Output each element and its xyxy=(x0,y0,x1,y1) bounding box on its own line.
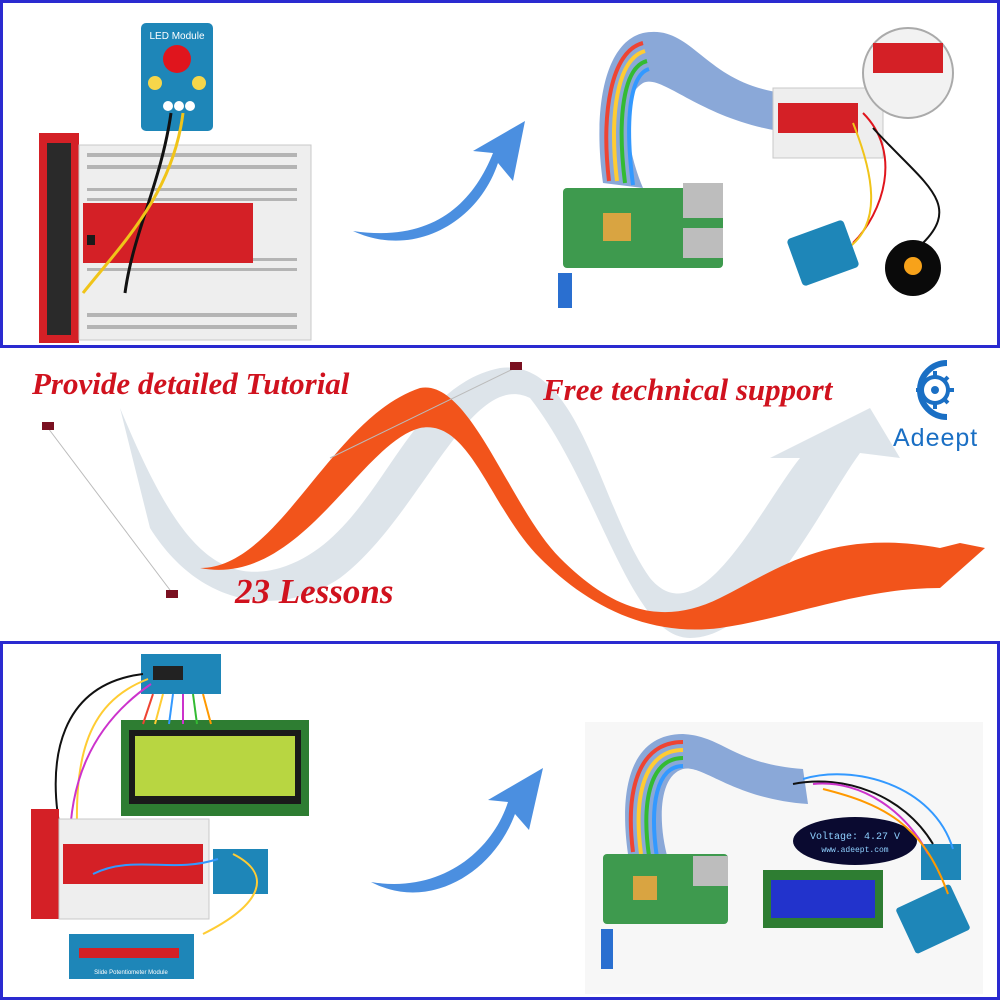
slide-pot-label: Slide Potentiometer Module xyxy=(94,970,168,976)
bottom-diagram-panel: Slide Potentiometer Module Voltage: 4.27… xyxy=(0,641,1000,1000)
top-diagram-panel: LED Module xyxy=(0,0,1000,348)
tagline-support: Free technical support xyxy=(543,372,833,407)
rainbow-ribbon-cable-2 xyxy=(625,734,808,859)
anchor-marker xyxy=(510,362,522,370)
tagline-lessons: 23 Lessons xyxy=(235,572,394,611)
anchor-marker xyxy=(42,422,54,430)
yellow-wire xyxy=(81,112,185,294)
gpio-header-strip-2 xyxy=(31,809,59,919)
gear-c-logo-icon xyxy=(916,360,954,420)
photo-adc-module xyxy=(921,844,961,880)
gpio-pin-block xyxy=(47,143,71,335)
brand-name: Adeept xyxy=(893,424,979,452)
arrow-right-icon xyxy=(353,121,525,241)
led-module-board xyxy=(141,23,213,131)
lcd-screen xyxy=(135,736,295,796)
red-led xyxy=(163,45,191,73)
ribbon-stripes xyxy=(604,41,650,186)
lcd-voltage-readout: Voltage: 4.27 V xyxy=(810,831,900,843)
orange-ribbon xyxy=(200,387,985,630)
arrow-right-icon xyxy=(371,768,543,893)
led-wiring-illustration: LED Module xyxy=(39,23,954,343)
lcd-voltmeter-illustration: Slide Potentiometer Module Voltage: 4.27… xyxy=(31,654,983,994)
lcd-wires xyxy=(142,693,212,725)
photo-led-module xyxy=(787,220,859,286)
usb-cable xyxy=(558,273,572,308)
photo-slide-pot xyxy=(896,884,970,954)
led-module-label: LED Module xyxy=(149,31,204,42)
brand-logo xyxy=(885,355,1000,455)
ads-module xyxy=(213,849,268,894)
lcd-url-readout: www.adeept.com xyxy=(821,846,888,855)
ribbon-wave-graphic xyxy=(42,362,985,638)
gray-ribbon xyxy=(120,367,900,638)
lcd-zoom-ellipse xyxy=(793,817,917,865)
anchor-marker xyxy=(166,590,178,598)
gpio-extension-board xyxy=(83,203,253,263)
middle-banner xyxy=(0,348,1000,641)
ribbon-stripes-2 xyxy=(628,740,684,859)
tagline-tutorial: Provide detailed Tutorial xyxy=(32,366,350,401)
